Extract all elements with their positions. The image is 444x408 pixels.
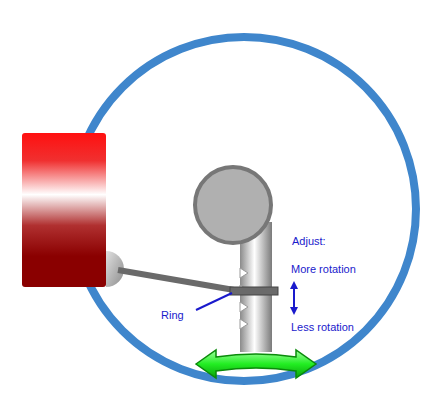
rod <box>118 270 240 291</box>
wheel-rim <box>72 37 416 381</box>
notch <box>240 319 248 329</box>
ring <box>230 287 278 295</box>
notch <box>240 268 248 278</box>
weight-block <box>22 133 106 287</box>
knob <box>195 167 271 243</box>
arrow-head <box>290 307 298 315</box>
label: Adjust: <box>292 235 326 248</box>
label: Ring <box>161 309 184 322</box>
label: More rotation <box>291 263 356 276</box>
leader-line <box>196 293 232 310</box>
label: Less rotation <box>291 321 354 334</box>
notch <box>240 302 248 312</box>
rotation-arrow <box>196 350 316 378</box>
adjust-arrow <box>293 287 295 309</box>
arrow-head <box>290 281 298 289</box>
shaft-notches <box>240 268 248 329</box>
